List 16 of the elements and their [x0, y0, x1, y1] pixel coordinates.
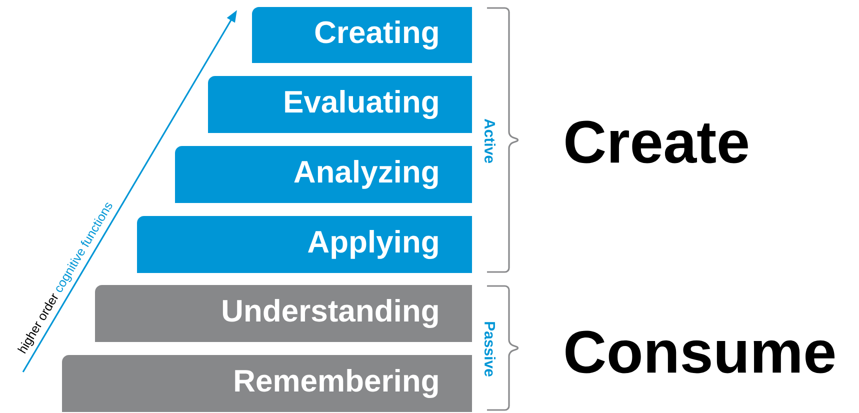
step-box: Analyzing: [175, 146, 472, 203]
group-label: Active: [484, 118, 496, 163]
node-label: Analyzing: [294, 160, 438, 190]
node-label: Remembering: [235, 368, 438, 398]
node-label: Understanding: [222, 298, 438, 328]
group-label: Passive: [484, 322, 496, 376]
node-label: Evaluating: [285, 90, 438, 120]
category-label: Consume: [566, 330, 835, 374]
step-box: Remembering: [62, 355, 472, 412]
category-label: Create: [566, 120, 748, 164]
step-box: Evaluating: [208, 76, 472, 133]
step-box: Applying: [137, 216, 472, 273]
step-box: Understanding: [95, 285, 472, 342]
node-label: Applying: [308, 230, 438, 260]
node-label: Creating: [315, 20, 438, 50]
step-box: Creating: [252, 7, 472, 63]
